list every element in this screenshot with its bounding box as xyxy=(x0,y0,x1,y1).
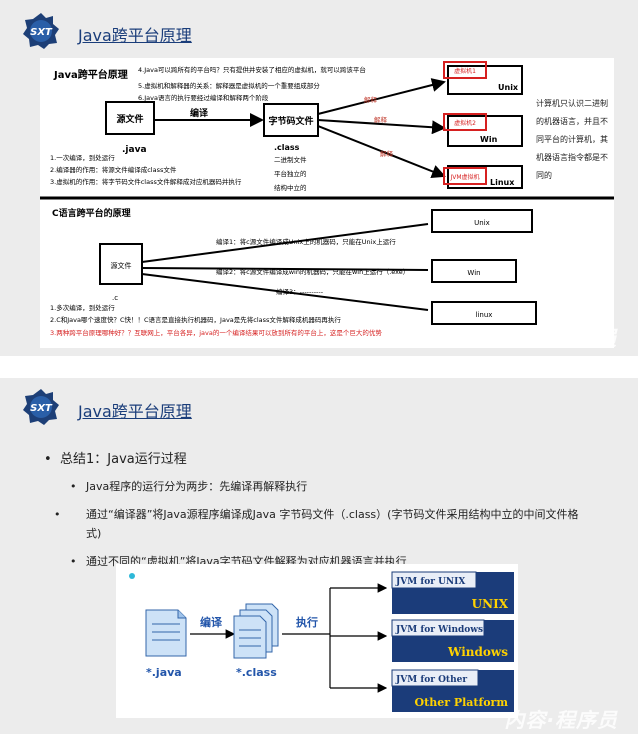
summary-point-2: •通过“编译器”将Java源程序编译成Java 字节码文件（.class）(字节… xyxy=(54,505,586,543)
java-source-box xyxy=(105,101,155,135)
bullet-icon: • xyxy=(44,452,52,467)
java-source-label: 源文件 xyxy=(116,113,143,125)
c-section-heading: C语言跨平台的原理 xyxy=(52,207,131,219)
c-source-label: 源文件 xyxy=(111,261,132,270)
interpret-label-1: 解释 xyxy=(364,95,378,104)
c-compile-line-3 xyxy=(141,273,429,311)
summary-bullets: • 总结1：Java运行过程 •Java程序的运行分为两步：先编译再解释执行 •通… xyxy=(44,448,604,580)
c-compile-line-1 xyxy=(141,223,429,263)
java-c-principle-figure: Java跨平台原理 4.Java可以跨所有的平台吗？只有提供并安装了相应的虚拟机… xyxy=(40,58,614,348)
slide-java-run-summary: SXT Java跨平台原理 • 总结1：Java运行过程 •Java程序的运行分为… xyxy=(0,378,638,734)
interpret-label-2: 解释 xyxy=(374,115,388,124)
jvm-name-unix: JVM for UNIX xyxy=(395,577,465,587)
c-target-box-linux xyxy=(431,301,537,325)
c-source-box xyxy=(99,243,143,285)
java-source-ext: .java xyxy=(122,145,147,155)
bytecode-label: 字节码文件 xyxy=(268,115,313,127)
c-target-win: Win xyxy=(467,269,480,277)
sxt-logo-icon: SXT xyxy=(23,13,59,49)
bytecode-ext: .class xyxy=(274,143,300,152)
java-note-bottom-1: 1.一次编译，到处运行 xyxy=(50,153,115,162)
c-note-3: 3.两种跨平台原理哪种好？？互联网上，平台各异，java的一个编译结果可以放到所… xyxy=(50,328,382,337)
interpret-arrow-win xyxy=(317,119,446,135)
java-file-icon xyxy=(145,609,187,657)
class-files-icon xyxy=(233,603,279,659)
java-note-bottom-3: 3.虚拟机的作用：将字节码文件class文件解释成对应机器码并执行 xyxy=(50,177,242,186)
platform-unix: UNIX xyxy=(472,597,509,611)
jvm-box-other: JVM for Other Other Platform xyxy=(391,669,514,712)
java-note-top-2: 5.虚拟机和解释器的关系：解释器是虚拟机的一个重要组成部分 xyxy=(138,81,320,90)
slide-java-cross-platform: SXT Java跨平台原理 Java跨平台原理 4.Java可以跨所有的平台吗？… xyxy=(0,0,638,356)
platform-other: Other Platform xyxy=(415,696,509,709)
java-section-heading: Java跨平台原理 xyxy=(53,68,128,81)
bytecode-desc-1: 二进制文件 xyxy=(274,155,307,164)
c-note-2: 2.C和Java哪个速度快？C快！！C语言是直接执行机器码，Java是先将cla… xyxy=(50,315,341,324)
compile-label: 编译 xyxy=(190,107,209,119)
logo-text: SXT xyxy=(30,27,53,38)
slide-title: Java跨平台原理 xyxy=(78,26,192,45)
corner-dot-icon xyxy=(129,573,135,579)
class-file-label: *.class xyxy=(236,666,277,679)
vm-box-linux xyxy=(443,167,487,185)
bullet-icon: • xyxy=(54,508,61,521)
summary-point-1: •Java程序的运行分为两步：先编译再解释执行 xyxy=(70,477,604,496)
vm-box-unix xyxy=(443,61,487,79)
jvm-name-other: JVM for Other xyxy=(395,675,467,685)
compile-label: 编译 xyxy=(200,615,223,629)
jvm-name-windows: JVM for Windows xyxy=(395,625,483,635)
side-text-3: 同平台的计算机，其 xyxy=(536,134,608,144)
java-file-label: *.java xyxy=(146,666,182,679)
c-target-box-win xyxy=(431,259,517,283)
c-note-1: 1.多次编译，到处运行 xyxy=(50,303,115,312)
java-note-bottom-2: 2.编译器的作用：将源文件编译成class文件 xyxy=(50,165,177,174)
java-run-flow-figure: *.java 编译 *.class 执行 xyxy=(116,564,518,718)
jvm-box-windows: JVM for Windows Windows xyxy=(391,619,514,662)
logo-text: SXT xyxy=(30,403,53,414)
side-text-4: 机器语言指令都是不 xyxy=(536,152,608,162)
sxt-logo-icon: SXT xyxy=(23,389,59,425)
slide-title: Java跨平台原理 xyxy=(78,402,192,421)
jvm-box-unix: JVM for UNIX UNIX xyxy=(391,571,514,614)
side-text-5: 同的 xyxy=(536,170,552,180)
c-compile-line-2 xyxy=(141,267,429,271)
c-target-unix: Unix xyxy=(474,219,490,227)
vm-label-linux: JVM虚拟机 xyxy=(449,173,479,181)
c-compile-label-1: 编译1：将c源文件编译成Unix上的机器码，只能在Unix上运行 xyxy=(216,237,396,246)
bullet-icon: • xyxy=(70,480,77,493)
interpret-arrow-linux xyxy=(317,125,446,179)
side-text-1: 计算机只认识二进制 xyxy=(536,98,608,108)
bullet-icon: • xyxy=(70,555,77,568)
c-target-linux: linux xyxy=(476,311,493,319)
bytecode-desc-2: 平台独立的 xyxy=(274,169,307,178)
c-compile-label-3: 编译3：---------- xyxy=(276,287,324,296)
os-label-linux: Linux xyxy=(490,178,515,187)
watermark: 内容·程序员 xyxy=(504,708,618,732)
vm-box-win xyxy=(443,113,487,131)
watermark: 内容·程序员 xyxy=(504,326,618,350)
os-label-win: Win xyxy=(480,135,498,144)
os-label-unix: Unix xyxy=(498,83,519,92)
java-note-top-1: 4.Java可以跨所有的平台吗？只有提供并安装了相应的虚拟机，就可以跨该平台 xyxy=(138,65,366,74)
summary-heading-item: • 总结1：Java运行过程 xyxy=(44,448,604,467)
platform-windows: Windows xyxy=(447,645,508,659)
interpret-arrow-unix xyxy=(317,78,446,115)
side-text-2: 的机器语言，并且不 xyxy=(536,116,608,126)
c-target-box-unix xyxy=(431,209,533,233)
bytecode-desc-3: 结构中立的 xyxy=(274,183,307,192)
java-note-top-3: 6.Java语言的执行要经过编译和解释两个阶段 xyxy=(138,93,269,102)
c-source-ext: .c xyxy=(112,294,118,302)
c-compile-label-2: 编译2：将c源文件编译成win的机器码，只能在win上运行（.exe） xyxy=(216,267,409,276)
vm-label-win: 虚拟机2 xyxy=(454,119,476,127)
summary-heading: 总结1：Java运行过程 xyxy=(60,452,187,467)
vm-label-unix: 虚拟机1 xyxy=(454,67,476,75)
execute-label: 执行 xyxy=(296,615,318,629)
bytecode-box xyxy=(263,103,319,137)
interpret-label-3: 解释 xyxy=(380,149,394,158)
